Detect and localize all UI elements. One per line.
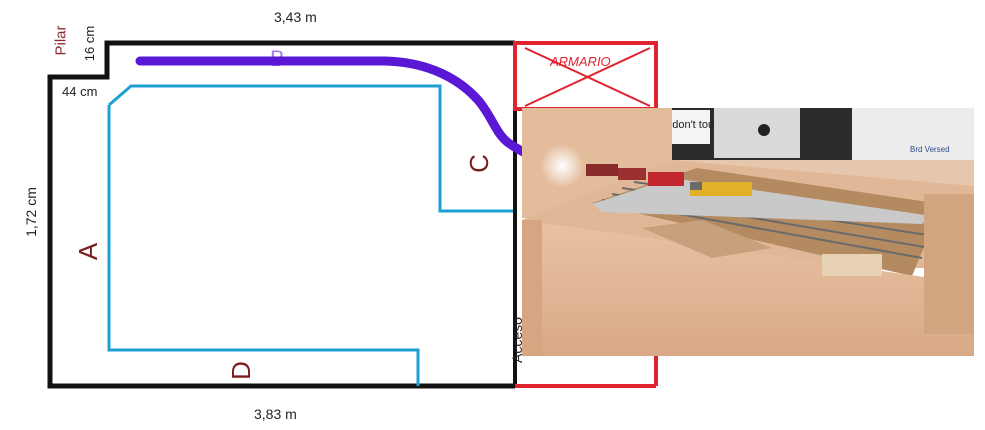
layout-photo: e, don't touch Brd Versed bbox=[522, 108, 974, 356]
section-b-label: B bbox=[270, 46, 285, 71]
wardrobe-label: ARMARIO bbox=[550, 54, 611, 69]
pillar-depth-label: 16 cm bbox=[82, 25, 98, 62]
room-wall-outline bbox=[47, 40, 515, 389]
notch-width-label: 44 cm bbox=[62, 84, 98, 99]
module-outline bbox=[108, 84, 513, 213]
section-a-label: A bbox=[73, 242, 104, 261]
section-d-label: D bbox=[225, 361, 256, 380]
photo-sign-text: e, don't touch bbox=[660, 119, 726, 131]
track-route-line bbox=[135, 56, 553, 170]
top-width-label: 3,43 m bbox=[274, 9, 317, 25]
module-outline-bottom bbox=[107, 105, 420, 386]
section-c-label: C bbox=[463, 154, 494, 173]
wardrobe-cross-2 bbox=[524, 47, 651, 107]
bottom-width-label: 3,83 m bbox=[254, 406, 297, 422]
left-height-label: 1,72 cm bbox=[22, 187, 39, 237]
photo-brand-text: Brd Versed bbox=[910, 145, 950, 154]
access-label: Acceso bbox=[508, 317, 525, 363]
pillar-label: Pilar bbox=[52, 25, 70, 56]
layout-photo-art: e, don't touch Brd Versed bbox=[522, 108, 974, 356]
